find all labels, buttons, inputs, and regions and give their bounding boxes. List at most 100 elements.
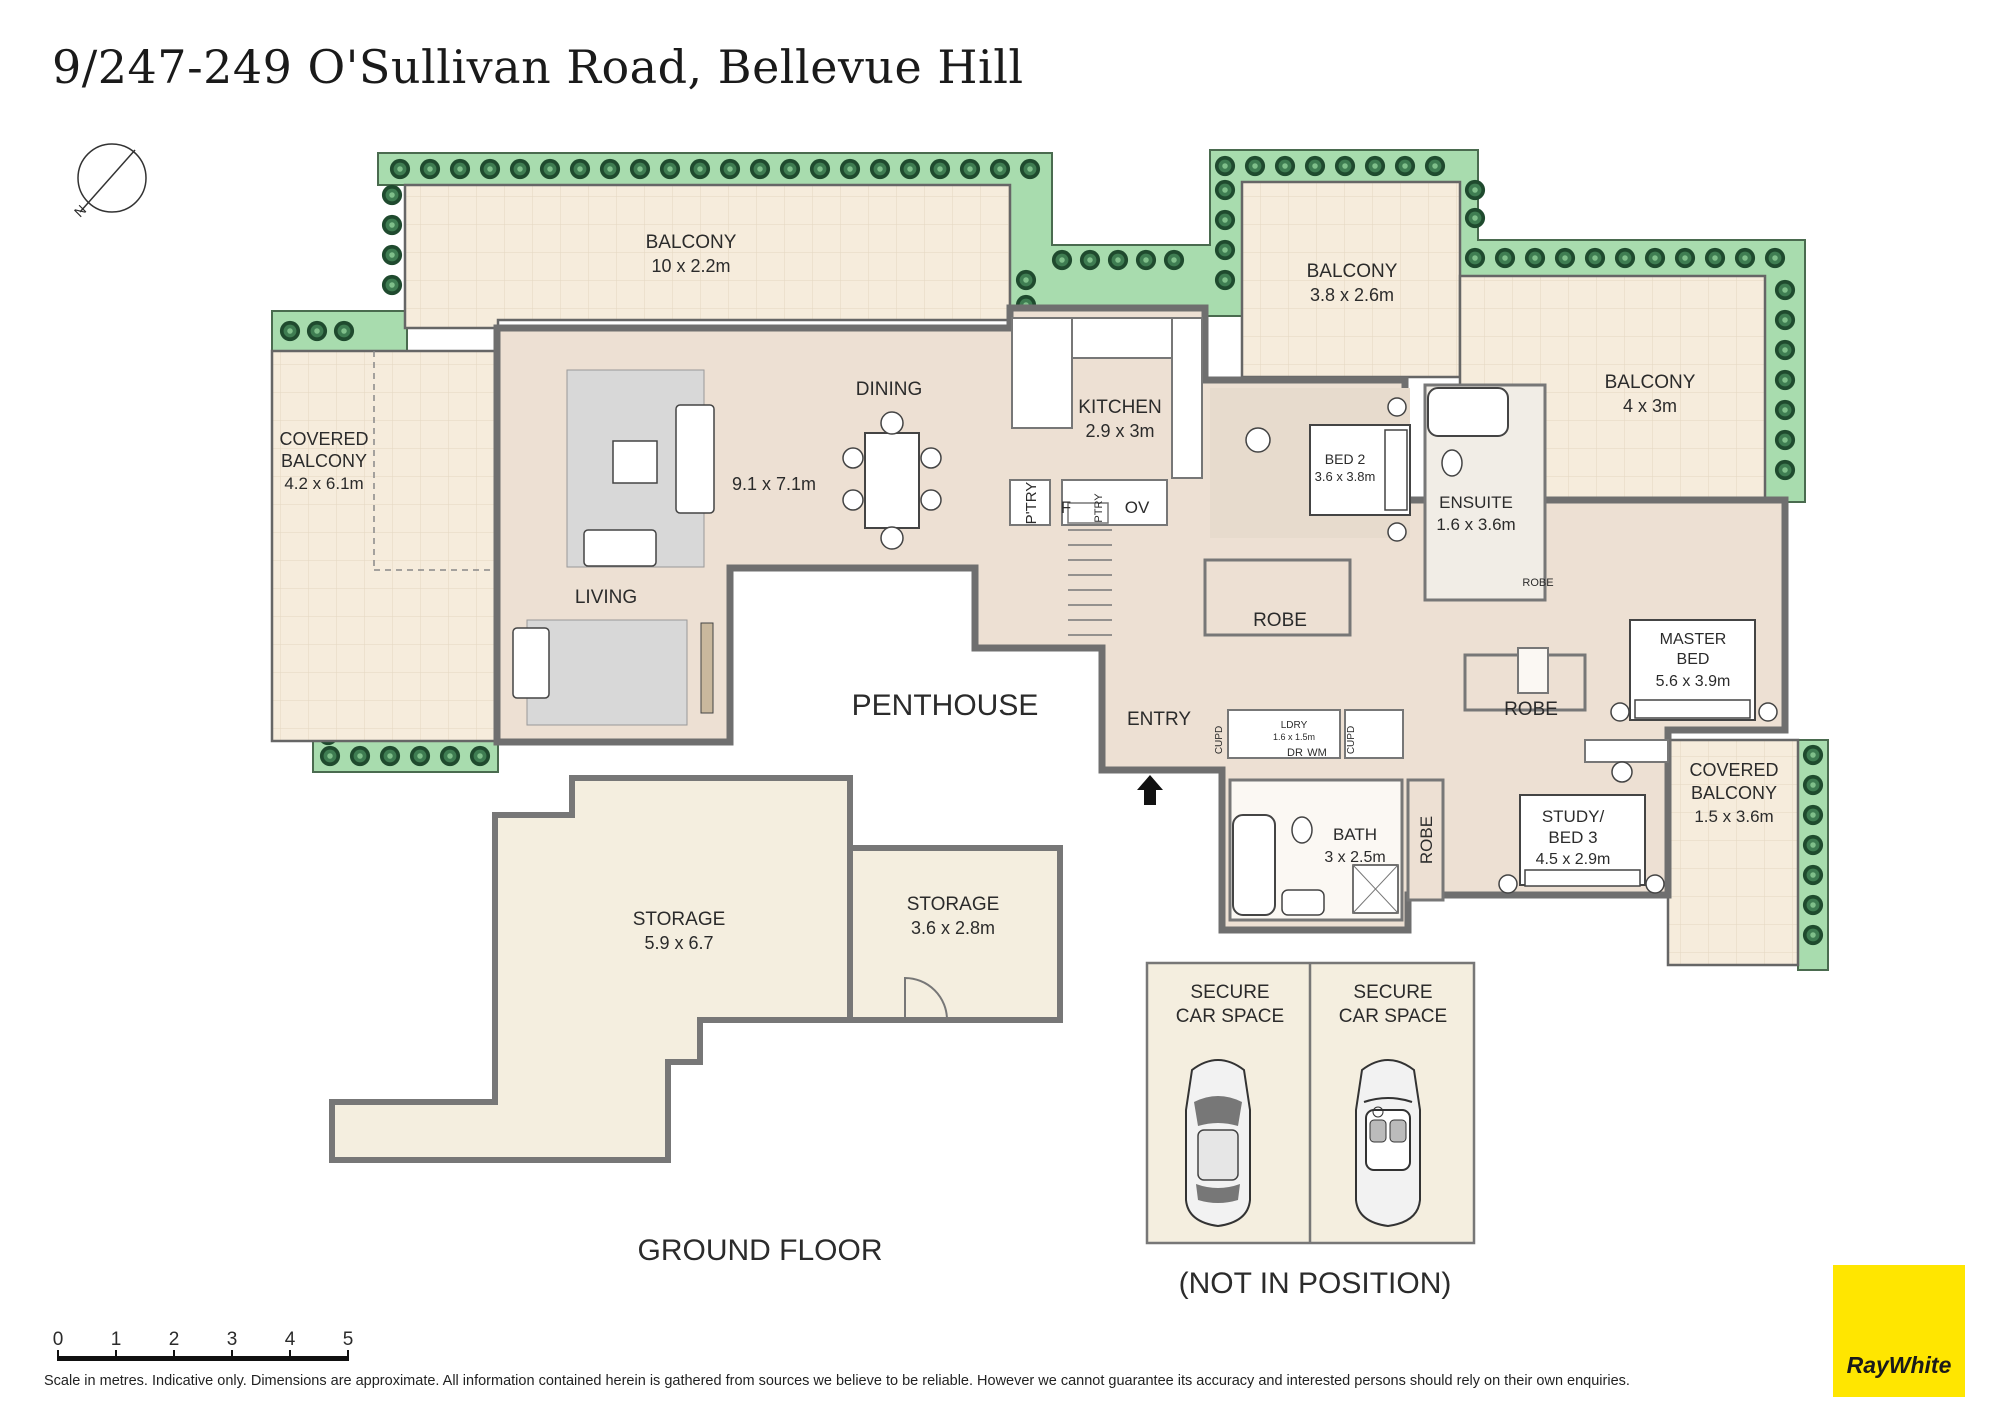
shrub-icon: [1802, 894, 1824, 916]
laundry-label: LDRY: [1281, 720, 1308, 731]
bed2-label: BED 2: [1325, 451, 1366, 467]
shrub-icon: [1584, 247, 1606, 269]
covered-balcony-e-label: COVERED: [1689, 760, 1778, 780]
shrub-icon: [1774, 279, 1796, 301]
shrub-icon: [469, 745, 491, 767]
balconies: [270, 180, 1800, 967]
furniture: [512, 369, 1778, 916]
shrub-icon: [809, 158, 831, 180]
shrub-icon: [1274, 155, 1296, 177]
scale-bar: 0 1 2 3 4 5: [53, 1329, 353, 1361]
shrub-icon: [1704, 247, 1726, 269]
shrub-icon: [1802, 744, 1824, 766]
master-bed-label: MASTER: [1660, 631, 1727, 648]
car-space-2-label: SECURE: [1353, 982, 1432, 1003]
study-label2: BED 3: [1548, 828, 1597, 847]
shrub-icon: [1802, 864, 1824, 886]
convertible-car-icon: [1354, 1058, 1422, 1228]
cupboard-label-2: CUPD: [1346, 726, 1357, 754]
robe-small-label: ROBE: [1522, 577, 1553, 589]
shrub-icon: [1774, 429, 1796, 451]
not-in-position-label: (NOT IN POSITION): [1179, 1267, 1452, 1300]
car-icon: [1184, 1058, 1252, 1228]
shrub-icon: [319, 745, 341, 767]
bed2-dims: 3.6 x 3.8m: [1315, 469, 1376, 484]
laundry-dims: 1.6 x 1.5m: [1273, 732, 1315, 742]
shrub-icon: [629, 158, 651, 180]
penthouse-label: PENTHOUSE: [852, 689, 1039, 722]
storage-1-label: STORAGE: [633, 909, 726, 930]
shrub-icon: [1802, 804, 1824, 826]
robe-2-label: ROBE: [1504, 699, 1558, 720]
compass-icon: N: [71, 143, 147, 220]
shrub-icon: [1554, 247, 1576, 269]
entry-arrow-icon: [1137, 775, 1163, 805]
shrub-icon: [1802, 774, 1824, 796]
bath-dims: 3 x 2.5m: [1324, 849, 1385, 866]
shrub-icon: [1019, 158, 1041, 180]
storage-1-dims: 5.9 x 6.7: [644, 933, 713, 953]
dining-label: DINING: [856, 379, 923, 400]
oven-label: OV: [1125, 498, 1150, 517]
shrub-icon: [1774, 339, 1796, 361]
storage-2-label: STORAGE: [907, 894, 1000, 915]
shrub-icon: [381, 214, 403, 236]
shrub-icon: [839, 158, 861, 180]
entry-label: ENTRY: [1127, 709, 1191, 730]
living-label: LIVING: [575, 587, 637, 608]
shrub-icon: [1334, 155, 1356, 177]
shrub-icon: [929, 158, 951, 180]
shrub-icon: [779, 158, 801, 180]
car-space-1-label2: CAR SPACE: [1176, 1006, 1284, 1027]
shrub-icon: [539, 158, 561, 180]
shrub-icon: [1244, 155, 1266, 177]
brand-name: RayWhite: [1846, 1352, 1952, 1378]
living-dims: 9.1 x 7.1m: [732, 474, 816, 494]
sofa-icon: [583, 529, 657, 567]
sofa-icon: [512, 627, 550, 699]
shrub-icon: [1774, 459, 1796, 481]
shrub-icon: [1802, 924, 1824, 946]
washing-machine-label: WM: [1307, 747, 1327, 759]
shrub-icon: [1394, 155, 1416, 177]
shrub-icon: [381, 184, 403, 206]
shrub-icon: [989, 158, 1011, 180]
study-label: STUDY/: [1542, 807, 1605, 826]
shrub-icon: [689, 158, 711, 180]
scale-tick-4: 4: [285, 1329, 296, 1350]
pantry-label: P'TRY: [1023, 482, 1040, 525]
car-space-2-label2: CAR SPACE: [1339, 1006, 1447, 1027]
shrub-icon: [1524, 247, 1546, 269]
shrub-icon: [1764, 247, 1786, 269]
cupboard-label: CUPD: [1214, 726, 1225, 754]
shrub-icon: [1774, 369, 1796, 391]
kitchen-dims: 2.9 x 3m: [1085, 421, 1154, 441]
dryer-label: DR: [1287, 747, 1303, 759]
shrub-icon: [719, 158, 741, 180]
shrub-icon: [449, 158, 471, 180]
shrub-icon: [1015, 269, 1037, 291]
shrub-icon: [1464, 247, 1486, 269]
shrub-icon: [1494, 247, 1516, 269]
storage-2-dims: 3.6 x 2.8m: [911, 918, 995, 938]
shrub-icon: [409, 745, 431, 767]
storage-area: [329, 775, 1063, 1163]
car-spaces: [1145, 961, 1476, 1245]
bed-icon: [1498, 761, 1665, 894]
scale-tick-0: 0: [53, 1329, 64, 1350]
scale-tick-2: 2: [169, 1329, 180, 1350]
study-dims: 4.5 x 2.9m: [1536, 851, 1611, 868]
toilet-icon: [1291, 449, 1463, 844]
master-bed-dims: 5.6 x 3.9m: [1656, 673, 1731, 690]
shrub-icon: [1214, 269, 1236, 291]
shrub-icon: [599, 158, 621, 180]
shrub-icon: [1214, 179, 1236, 201]
balcony-ne-label: BALCONY: [1307, 261, 1398, 282]
shrub-icon: [379, 745, 401, 767]
sofa-icon: [675, 404, 715, 514]
shrub-icon: [1364, 155, 1386, 177]
shrub-icon: [1079, 249, 1101, 271]
shrub-icon: [1614, 247, 1636, 269]
shrub-icon: [659, 158, 681, 180]
